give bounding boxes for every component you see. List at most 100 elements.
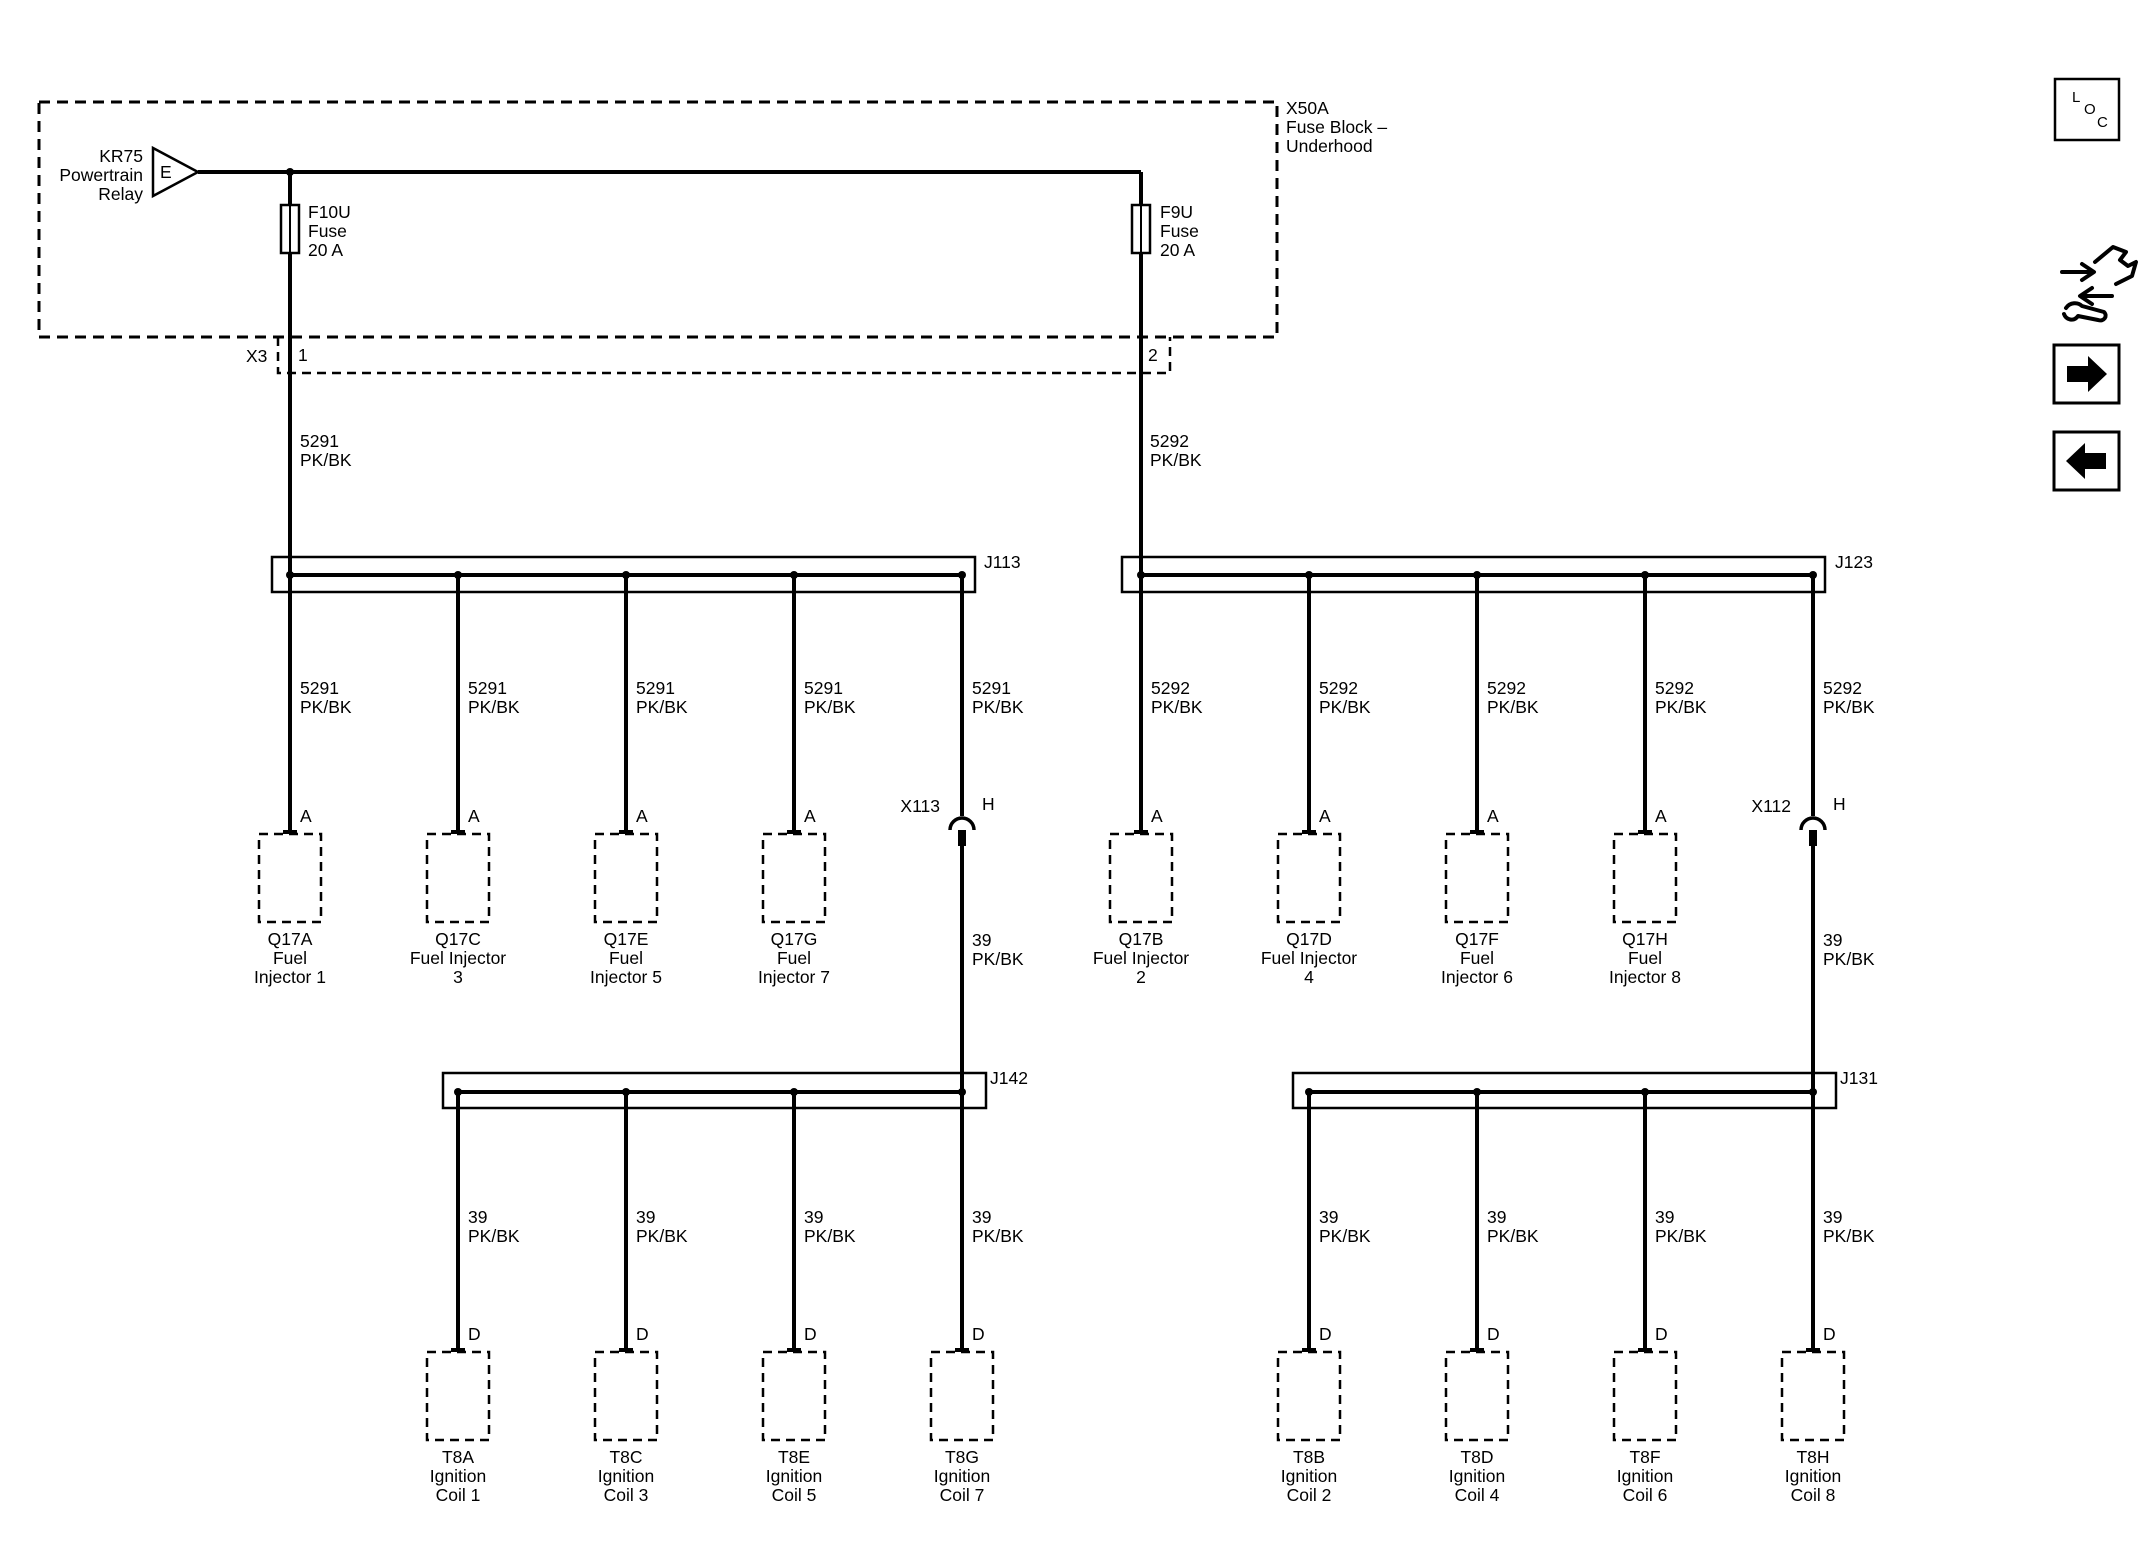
coil-wire-color: PK/BK	[804, 1226, 856, 1246]
inline-connector-pin	[958, 830, 966, 846]
fuel-injector-pin: A	[1151, 806, 1163, 826]
ignition-coil-id: T8F	[1629, 1447, 1660, 1467]
fuel-injector-number: Injector 7	[758, 967, 830, 987]
ignition-coil-number: Coil 3	[604, 1485, 649, 1505]
ignition-coil-name: Ignition	[1617, 1466, 1673, 1486]
relay-id: KR75	[99, 146, 143, 166]
fuel-injector-body	[1276, 832, 1342, 924]
fuse-f10u-rating: 20 A	[308, 240, 343, 260]
fuel-injector-name: Fuel Injector	[1093, 948, 1189, 968]
diagnostic-wrench-icon	[2060, 245, 2138, 323]
fuel-injector-name: Fuel Injector	[410, 948, 506, 968]
inline-connector-pin-label: H	[1833, 794, 1846, 814]
branch-wire-circuit: 5291	[972, 678, 1011, 698]
coil-wire-circuit: 39	[636, 1207, 655, 1227]
splice-junction-dot	[1809, 1088, 1817, 1096]
fuel-injector-body	[1108, 832, 1174, 924]
fuel-injector-id: Q17C	[435, 929, 481, 949]
splice-j123-id: J123	[1835, 552, 1873, 572]
arrow-right-icon	[2067, 356, 2107, 392]
feed-wire-left-color: PK/BK	[300, 450, 352, 470]
branch-wire-color: PK/BK	[804, 697, 856, 717]
coil-wire-circuit: 39	[1655, 1207, 1674, 1227]
diagnostic-button[interactable]	[2060, 245, 2138, 323]
loc-button[interactable]: L O C	[2053, 77, 2121, 142]
coil-wire-color: PK/BK	[1319, 1226, 1371, 1246]
ignition-coil-number: Coil 7	[940, 1485, 985, 1505]
connector-x3-outline	[276, 337, 1172, 375]
feed-wire-left-circuit: 5291	[300, 431, 339, 451]
ignition-coil-number: Coil 4	[1455, 1485, 1500, 1505]
fuel-injector-pin: A	[300, 806, 312, 826]
inline-connector-id: X113	[900, 796, 940, 816]
splice-junction-dot	[958, 1088, 966, 1096]
branch-wire-color: PK/BK	[1655, 697, 1707, 717]
fuel-injector-number: 2	[1136, 967, 1146, 987]
fuel-injector-id: Q17E	[604, 929, 649, 949]
fuel-injector-id: Q17F	[1455, 929, 1499, 949]
fuel-injector-pin: A	[1319, 806, 1331, 826]
feed-wire-right-color: PK/BK	[1150, 450, 1202, 470]
fuel-injector-body	[593, 832, 659, 924]
fuel-injector-number: 4	[1304, 967, 1314, 987]
fuse-block-outline	[37, 100, 1279, 339]
inline-connector-pin-label: H	[982, 794, 995, 814]
fuse-f9u-label: Fuse	[1160, 221, 1199, 241]
splice-j131	[1291, 1071, 1838, 1110]
fuel-injector-id: Q17D	[1286, 929, 1332, 949]
ignition-coil-name: Ignition	[430, 1466, 486, 1486]
previous-page-frame	[2052, 430, 2121, 492]
fuel-injector-pin: A	[1655, 806, 1667, 826]
ignition-coil-pin: D	[636, 1324, 649, 1344]
arrow-left-icon	[2066, 443, 2106, 479]
ignition-coil-name: Ignition	[1449, 1466, 1505, 1486]
ignition-coil-pin: D	[1823, 1324, 1836, 1344]
ignition-coil-name: Ignition	[1281, 1466, 1337, 1486]
loc-letter-l: L	[2072, 89, 2080, 106]
branch-wire-circuit: 5292	[1655, 678, 1694, 698]
relay-pin: E	[160, 162, 172, 182]
fuse-f10u-id: F10U	[308, 202, 351, 222]
ignition-coil-pin: D	[1319, 1324, 1332, 1344]
relay-type: Relay	[98, 184, 143, 204]
splice-j131-id: J131	[1840, 1068, 1878, 1088]
loc-letter-c: C	[2097, 114, 2108, 131]
ignition-coil-pin: D	[1655, 1324, 1668, 1344]
fuel-injector-number: Injector 5	[590, 967, 662, 987]
branch-wire-circuit: 5292	[1319, 678, 1358, 698]
coil-feed-wire-color: PK/BK	[972, 949, 1024, 969]
branch-wire-circuit: 5291	[300, 678, 339, 698]
coil-wire-circuit: 39	[1319, 1207, 1338, 1227]
branch-wire-circuit: 5292	[1487, 678, 1526, 698]
coil-wire-circuit: 39	[1487, 1207, 1506, 1227]
fuel-injector-id: Q17A	[268, 929, 313, 949]
fuel-injector-id: Q17G	[771, 929, 818, 949]
relay-name: Powertrain	[59, 165, 143, 185]
ignition-coil-body	[1276, 1350, 1342, 1442]
ignition-coil-pin: D	[972, 1324, 985, 1344]
fuel-injector-number: Injector 8	[1609, 967, 1681, 987]
ignition-coil-id: T8C	[609, 1447, 642, 1467]
ignition-coil-body	[929, 1350, 995, 1442]
ignition-coil-id: T8A	[442, 1447, 474, 1467]
next-page-button[interactable]	[2052, 343, 2121, 405]
previous-page-button[interactable]	[2052, 430, 2121, 492]
ignition-coil-id: T8G	[945, 1447, 979, 1467]
ignition-coil-pin: D	[1487, 1324, 1500, 1344]
ignition-coil-pin: D	[804, 1324, 817, 1344]
fuel-injector-name: Fuel Injector	[1261, 948, 1357, 968]
coil-wire-color: PK/BK	[1487, 1226, 1539, 1246]
branch-wire-circuit: 5291	[468, 678, 507, 698]
fuse-block-location: Underhood	[1286, 136, 1373, 156]
splice-j142-id: J142	[990, 1068, 1028, 1088]
fuel-injector-body	[1612, 832, 1678, 924]
branch-wire-circuit: 5292	[1823, 678, 1862, 698]
fuel-injector-id: Q17H	[1622, 929, 1668, 949]
splice-j113-id: J113	[984, 552, 1021, 572]
ignition-coil-name: Ignition	[598, 1466, 654, 1486]
branch-wire-color: PK/BK	[1319, 697, 1371, 717]
splice-j113	[270, 555, 977, 594]
inline-connector-icon	[948, 816, 976, 831]
fuse-f10u-label: Fuse	[308, 221, 347, 241]
